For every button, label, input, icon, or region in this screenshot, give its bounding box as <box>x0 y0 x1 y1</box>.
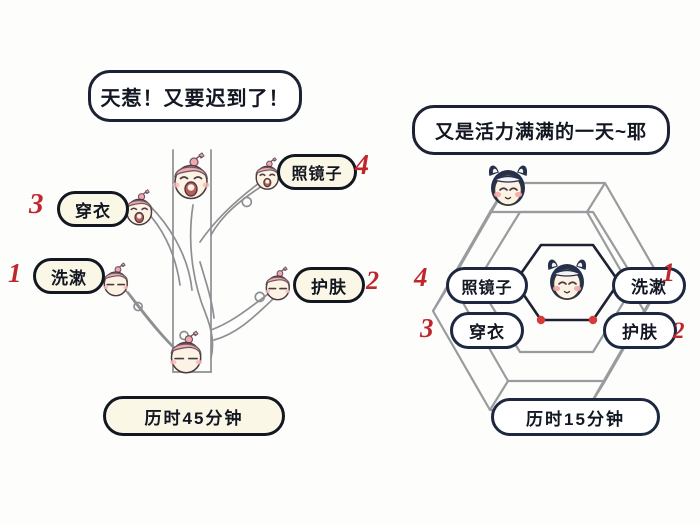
left-step-number-4: 4 <box>355 150 369 181</box>
right-step-pill-skincare[interactable]: 护肤 <box>603 312 677 349</box>
right-step-pill-mirror[interactable]: 照镜子 <box>446 267 528 304</box>
left-total-time-pill: 历时45分钟 <box>103 396 285 436</box>
right-speech-text: 又是活力满满的一天~耶 <box>434 121 648 143</box>
right-step-label-skincare: 护肤 <box>622 323 658 342</box>
right-step-label-dress: 穿衣 <box>469 323 505 342</box>
right-step-label-wash: 洗漱 <box>631 278 667 297</box>
face-crying-dressing <box>122 189 158 234</box>
right-step-number-4: 4 <box>414 262 428 292</box>
right-step-number-2: 2 <box>673 318 685 343</box>
left-panel-serial-routine: 天惹！又要迟到了！ <box>8 70 379 436</box>
right-face-top-cathat <box>483 158 533 217</box>
right-step-number-1: 1 <box>662 258 675 287</box>
left-step-pill-wash[interactable]: 洗漱 <box>33 258 105 294</box>
face-crying-main <box>169 152 215 209</box>
face-crying-mirror <box>252 157 284 198</box>
left-speech-bubble: 天惹！又要迟到了！ <box>88 70 302 122</box>
right-panel-parallel-routine: 又是活力满满的一天~耶 <box>390 0 700 524</box>
left-step-label-dress: 穿衣 <box>75 201 111 221</box>
left-step-label-skincare: 护肤 <box>311 277 347 297</box>
right-face-center-cathat <box>542 252 592 311</box>
face-calm-bottom <box>166 330 208 383</box>
left-step-pill-skincare[interactable]: 护肤 <box>293 267 365 303</box>
right-step-pill-dress[interactable]: 穿衣 <box>450 312 524 349</box>
right-total-time-label: 历时15分钟 <box>526 409 625 429</box>
left-speech-text: 天惹！又要迟到了！ <box>100 87 290 110</box>
right-step-label-mirror: 照镜子 <box>461 279 513 297</box>
left-step-number-3: 3 <box>29 188 44 220</box>
left-step-number-1: 1 <box>8 258 22 288</box>
left-step-label-wash: 洗漱 <box>51 268 87 288</box>
left-step-pill-mirror[interactable]: 照镜子 <box>277 154 357 190</box>
left-step-number-2: 2 <box>366 266 379 295</box>
left-total-time-label: 历时45分钟 <box>144 408 244 428</box>
face-calm-skincare <box>262 266 295 309</box>
face-calm-wash <box>100 262 133 305</box>
tangled-tree-lines <box>123 149 283 373</box>
right-step-number-3: 3 <box>420 313 434 343</box>
right-step-pill-wash[interactable]: 洗漱 <box>612 267 686 304</box>
right-total-time-pill: 历时15分钟 <box>491 398 660 436</box>
right-speech-bubble: 又是活力满满的一天~耶 <box>412 105 670 155</box>
left-step-pill-dress[interactable]: 穿衣 <box>57 191 129 227</box>
left-step-label-mirror: 照镜子 <box>291 166 343 183</box>
